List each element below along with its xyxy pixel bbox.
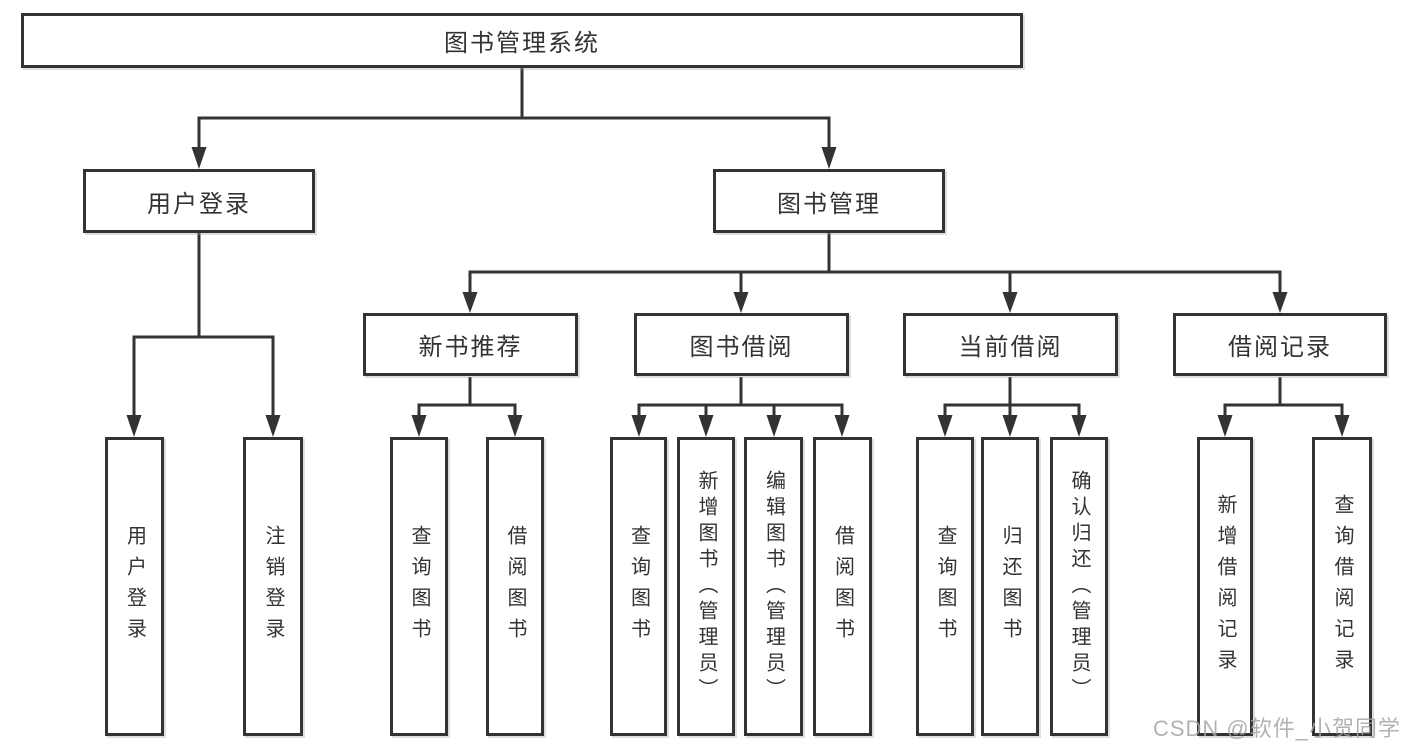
node-borrowing-records: 借阅记录 <box>1173 313 1387 376</box>
leaf-confirm-return-admin: 确认归还（管理员） <box>1050 437 1108 736</box>
leaf-edit-books-admin: 编辑图书（管理员） <box>744 437 803 736</box>
node-root-label: 图书管理系统 <box>444 30 600 57</box>
leaf-query-books-borrowing: 查询图书 <box>610 437 667 736</box>
leaf-borrow-books-borrowing-label: 借阅图书 <box>831 524 854 649</box>
node-user-login: 用户登录 <box>83 169 315 233</box>
node-book-borrowing: 图书借阅 <box>634 313 849 376</box>
leaf-add-books-admin: 新增图书（管理员） <box>677 437 735 736</box>
node-borrowing-records-label: 借阅记录 <box>1228 334 1332 361</box>
leaf-add-books-admin-label: 新增图书（管理员） <box>695 469 717 704</box>
node-user-login-label: 用户登录 <box>147 190 251 218</box>
leaf-return-books-label: 归还图书 <box>999 524 1021 649</box>
node-new-book-recommend-label: 新书推荐 <box>418 334 523 361</box>
leaf-logout-label: 注销登录 <box>262 524 284 649</box>
leaf-return-books: 归还图书 <box>981 437 1039 736</box>
leaf-query-books-current-label: 查询图书 <box>934 524 956 649</box>
node-new-book-recommend: 新书推荐 <box>363 313 578 376</box>
leaf-query-books-recommend: 查询图书 <box>390 437 448 736</box>
node-book-management: 图书管理 <box>713 169 945 233</box>
arrowhead-icons <box>126 147 1350 437</box>
node-book-management-label: 图书管理 <box>777 190 881 218</box>
node-root: 图书管理系统 <box>21 13 1023 68</box>
leaf-borrow-books-recommend-label: 借阅图书 <box>504 524 526 649</box>
leaf-borrow-books-recommend: 借阅图书 <box>486 437 544 736</box>
leaf-add-borrow-record-label: 新增借阅记录 <box>1214 493 1236 680</box>
leaf-add-borrow-record: 新增借阅记录 <box>1197 437 1253 736</box>
node-book-borrowing-label: 图书借阅 <box>689 334 794 361</box>
leaf-query-books-current: 查询图书 <box>916 437 974 736</box>
node-current-borrowing-label: 当前借阅 <box>958 334 1063 361</box>
leaf-user-login: 用户登录 <box>105 437 164 736</box>
leaf-edit-books-admin-label: 编辑图书（管理员） <box>762 469 785 704</box>
leaf-logout: 注销登录 <box>243 437 303 736</box>
leaf-confirm-return-admin-label: 确认归还（管理员） <box>1068 469 1090 704</box>
leaf-user-login-label: 用户登录 <box>123 524 146 649</box>
leaf-borrow-books-borrowing: 借阅图书 <box>813 437 872 736</box>
leaf-query-books-recommend-label: 查询图书 <box>408 524 430 649</box>
leaf-query-borrow-record: 查询借阅记录 <box>1312 437 1372 736</box>
node-current-borrowing: 当前借阅 <box>903 313 1118 376</box>
leaf-query-books-borrowing-label: 查询图书 <box>627 524 650 649</box>
leaf-query-borrow-record-label: 查询借阅记录 <box>1331 493 1353 680</box>
watermark: CSDN @软件_小贺同学 <box>1152 716 1401 741</box>
